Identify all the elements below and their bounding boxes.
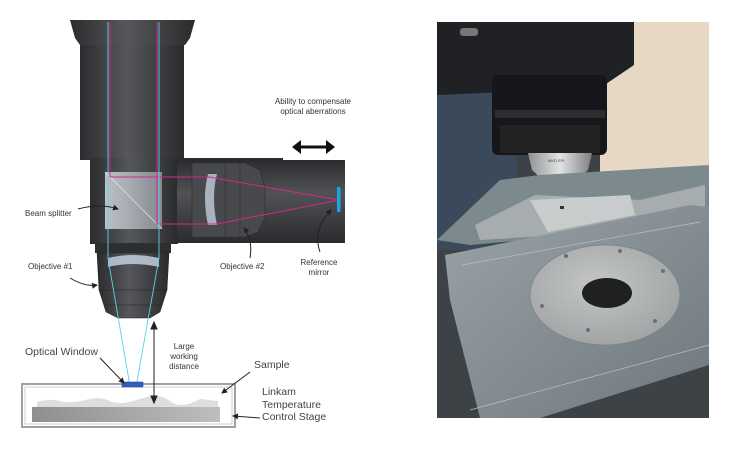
label-working-distance: Large working distance	[169, 342, 199, 371]
pointer-optical-window	[99, 357, 125, 384]
optical-window	[121, 381, 144, 388]
label-stage: Linkam Temperature Control Stage	[262, 386, 327, 423]
double-arrow-icon	[292, 140, 335, 154]
interferometer-diagram	[21, 20, 345, 428]
pointer-sample	[221, 371, 251, 394]
label-objective-1: Objective #1	[28, 262, 73, 271]
label-reference-mirror: Reference mirror	[300, 258, 338, 277]
disk-aperture	[582, 278, 632, 308]
label-sample: Sample	[254, 359, 290, 371]
pointer-objective-1	[69, 277, 98, 289]
pointer-objective-2	[243, 227, 252, 259]
working-distance-arrow	[150, 320, 158, 405]
upper-tube	[80, 45, 184, 145]
pointer-beam-splitter	[77, 204, 119, 211]
pointer-reference-mirror	[317, 209, 332, 253]
pointer-stage	[232, 413, 261, 420]
lens-marking: MKD EPI	[548, 158, 564, 163]
lens-2	[205, 174, 217, 225]
sample-base	[32, 407, 220, 422]
label-objective-2: Objective #2	[220, 262, 265, 271]
sample-surface	[37, 395, 218, 407]
stage-photo: MKD EPI	[437, 22, 710, 418]
label-optical-window: Optical Window	[25, 346, 98, 358]
label-aberrations: Ability to compensate optical aberration…	[274, 97, 352, 116]
lens-1	[108, 255, 159, 267]
disk-screws	[540, 249, 665, 332]
label-beam-splitter: Beam splitter	[25, 209, 72, 218]
reference-mirror	[337, 187, 341, 212]
objective-2	[191, 162, 266, 238]
eyepiece	[70, 20, 195, 45]
